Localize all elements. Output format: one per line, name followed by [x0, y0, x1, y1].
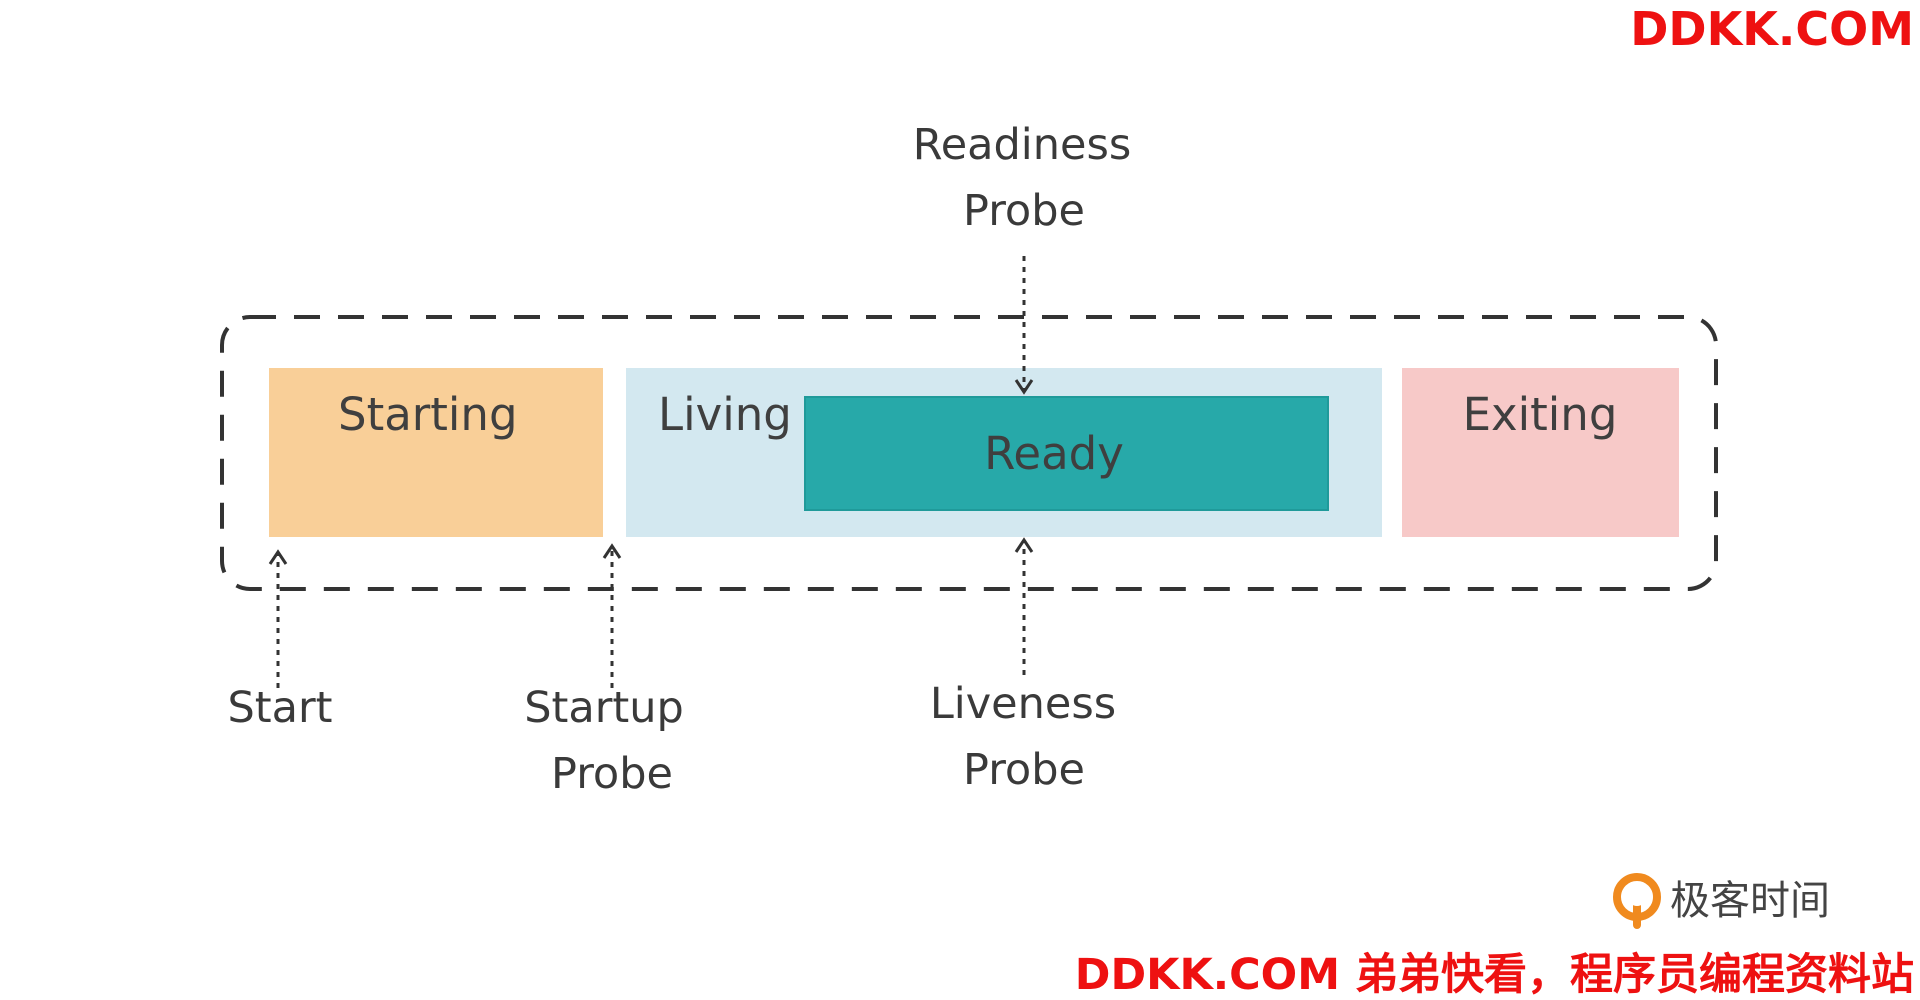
starting-box	[269, 368, 603, 537]
geektime-logo: 极客时间	[1612, 873, 1830, 929]
start-arrow	[268, 549, 288, 688]
geektime-logo-icon	[1613, 873, 1661, 929]
start-label: Start	[227, 683, 333, 733]
ready-label: Ready	[984, 427, 1124, 480]
living-label: Living	[658, 388, 792, 441]
readiness-probe-label-line1: Readiness	[912, 120, 1132, 170]
readiness-probe-arrow	[1014, 256, 1034, 395]
watermark-bottom: DDKK.COM 弟弟快看，程序员编程资料站	[1074, 950, 1914, 1000]
exiting-box	[1402, 368, 1679, 537]
pod-boundary-dashed	[220, 315, 1718, 591]
liveness-probe-label-line1: Liveness	[929, 679, 1117, 729]
geektime-brand-text: 极客时间	[1670, 878, 1830, 924]
startup-probe-arrow	[602, 543, 622, 688]
exiting-label: Exiting	[1462, 388, 1618, 441]
liveness-probe-arrow	[1014, 537, 1034, 675]
ready-box	[804, 396, 1329, 511]
liveness-probe-label-line2: Probe	[963, 745, 1085, 795]
startup-probe-label-line2: Probe	[551, 749, 673, 799]
watermark-top: DDKK.COM	[1630, 2, 1914, 56]
readiness-probe-label-line2: Probe	[963, 186, 1085, 236]
starting-label: Starting	[338, 388, 518, 441]
startup-probe-label-line1: Startup	[524, 683, 684, 733]
